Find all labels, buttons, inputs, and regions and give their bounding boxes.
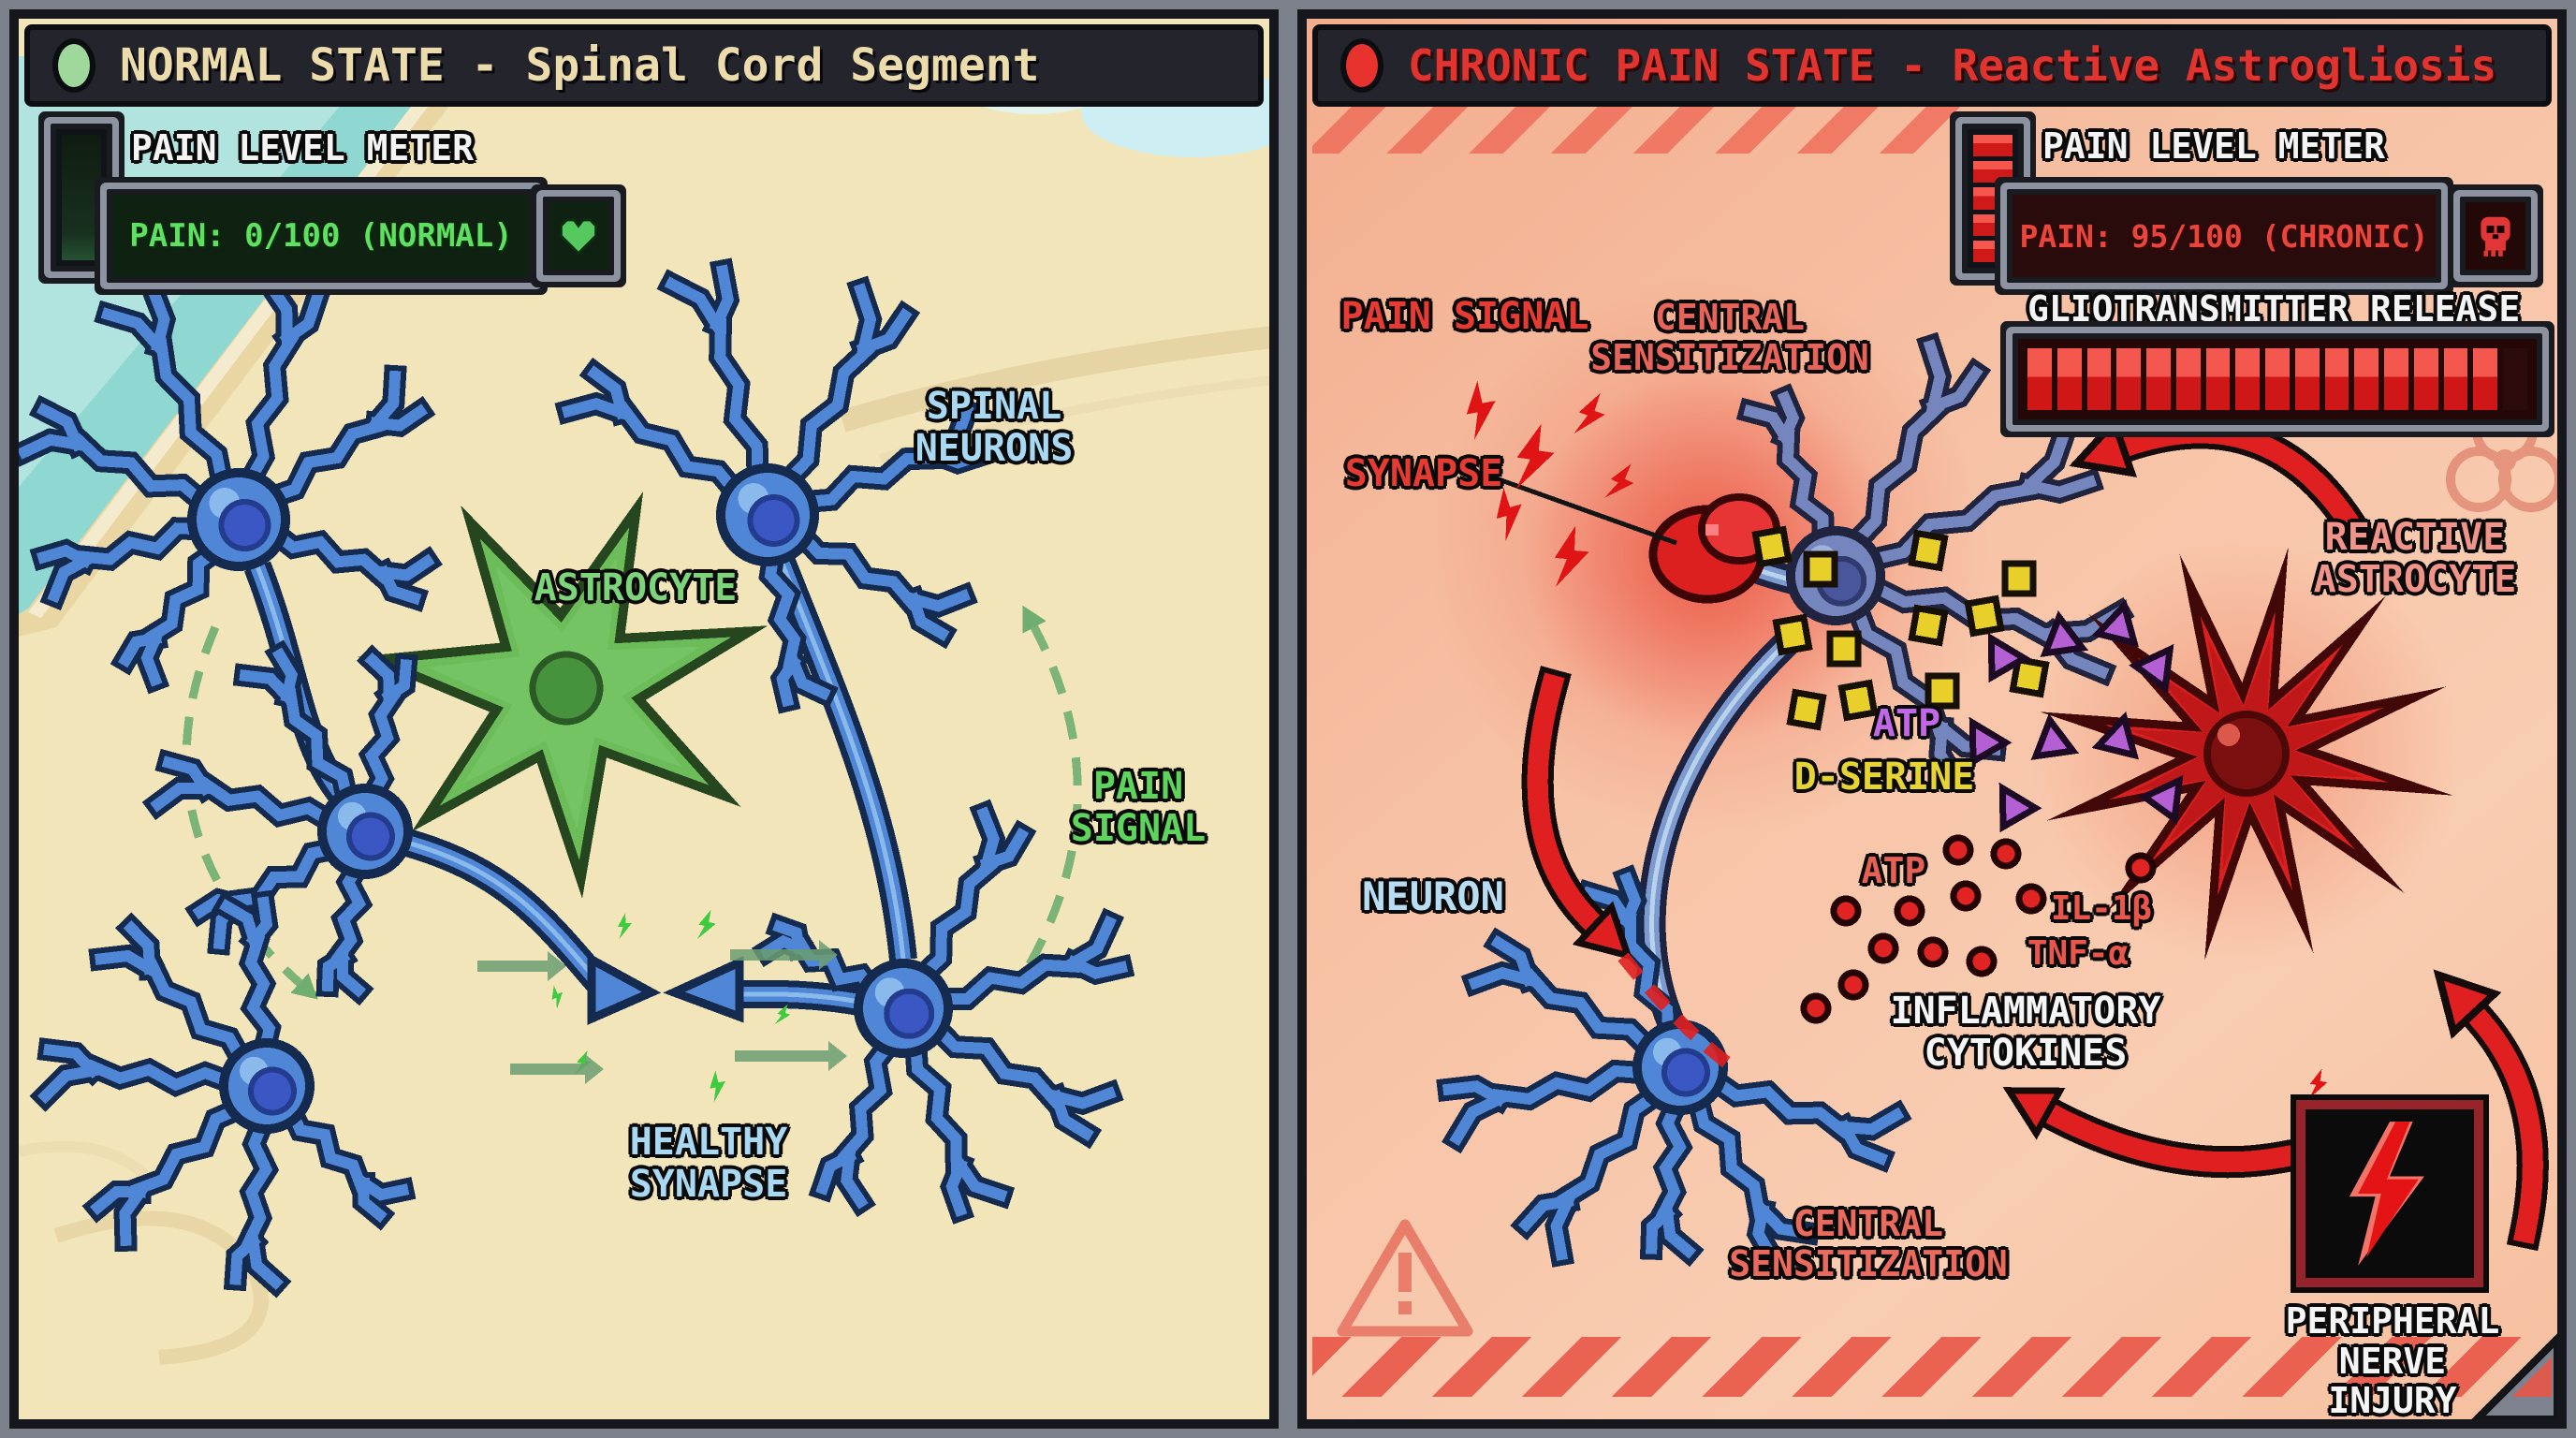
pain-readout-left: PAIN: 0/100 (NORMAL) xyxy=(107,189,535,283)
heart-icon xyxy=(559,218,598,256)
label-pain-signal-left: PAIN SIGNAL xyxy=(1070,765,1207,850)
label-atp-gliotransmitter: ATP xyxy=(1872,702,1941,745)
peripheral-nerve-injury-box xyxy=(2296,1100,2483,1287)
label-spinal-neurons: SPINAL NEURONS xyxy=(915,385,1074,470)
pain-meter-empty-fill xyxy=(62,135,101,260)
pain-meter-title-right: PAIN LEVEL METER xyxy=(2042,125,2386,167)
skull-box xyxy=(2460,197,2531,275)
label-astrocyte: ASTROCYTE xyxy=(534,566,738,609)
chronic-header: CHRONIC PAIN STATE - Reactive Astroglios… xyxy=(1312,24,2552,107)
lightning-bolt-icon xyxy=(2349,1122,2424,1266)
red-status-dot-icon xyxy=(1340,38,1383,93)
label-il-1b: IL-1β xyxy=(2050,889,2153,928)
label-atp-released: ATP xyxy=(1861,850,1926,891)
label-central-sensitization-bottom: CENTRAL SENSITIZATION xyxy=(1729,1203,2008,1284)
pain-meter-title-left: PAIN LEVEL METER xyxy=(131,127,475,169)
label-tnf-a: TNF-α xyxy=(2027,934,2130,973)
health-heart-box xyxy=(543,197,614,275)
normal-state-panel: NORMAL STATE - Spinal Cord Segment PAIN … xyxy=(9,9,1279,1429)
normal-header: NORMAL STATE - Spinal Cord Segment xyxy=(24,24,1264,107)
chronic-header-title: CHRONIC PAIN STATE - Reactive Astroglios… xyxy=(1408,40,2497,91)
label-pain-signal-right: PAIN SIGNAL xyxy=(1340,295,1589,338)
gliotransmitter-release-bar xyxy=(2012,333,2542,425)
green-status-dot-icon xyxy=(52,38,95,93)
pain-meter-vertical-bar-left xyxy=(51,124,112,271)
label-healthy-synapse: HEALTHY SYNAPSE xyxy=(629,1121,788,1206)
normal-header-title: NORMAL STATE - Spinal Cord Segment xyxy=(120,39,1040,92)
glio-release-title: GLIOTRANSMITTER RELEASE xyxy=(2027,288,2521,330)
skull-icon xyxy=(2481,216,2510,257)
pain-meter-red-fill xyxy=(1973,135,2012,263)
label-inflammatory-cytokines: INFLAMMATORY CYTOKINES xyxy=(1890,990,2161,1075)
label-synapse: SYNAPSE xyxy=(1344,452,1503,495)
label-central-sensitization-top: CENTRAL SENSITIZATION xyxy=(1590,297,1869,378)
label-reactive-astrocyte: REACTIVE ASTROCYTE xyxy=(2313,516,2517,601)
label-peripheral-nerve-injury: PERIPHERAL NERVE INJURY xyxy=(2285,1300,2500,1422)
chronic-pain-panel: CHRONIC PAIN STATE - Reactive Astroglios… xyxy=(1297,9,2567,1429)
label-neuron: NEURON xyxy=(1362,873,1504,919)
hazard-stripe-top xyxy=(1312,103,1996,154)
label-d-serine: D-SERINE xyxy=(1793,756,1975,799)
hazard-stripe-bottom xyxy=(1312,1337,2552,1397)
pain-readout-right: PAIN: 95/100 (CHRONIC) xyxy=(2007,189,2441,283)
